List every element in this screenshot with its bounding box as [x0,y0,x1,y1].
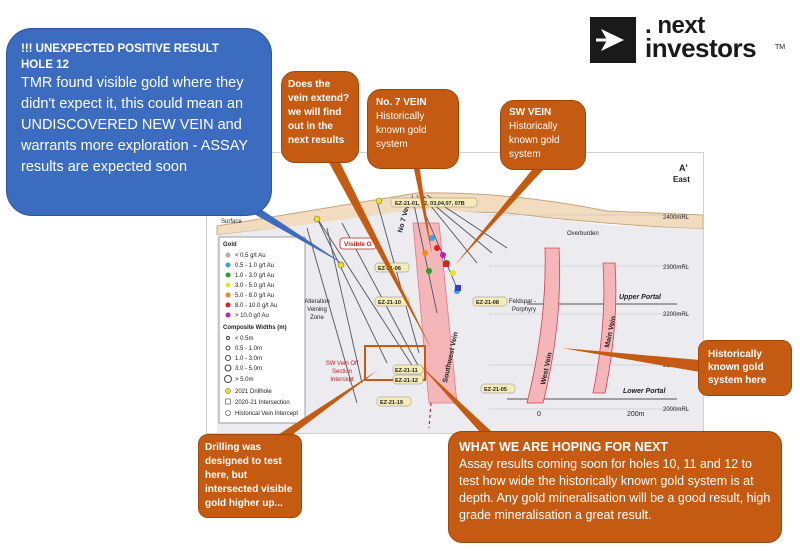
drilling-designed-text: Drilling was designed to test here, but … [205,442,293,509]
svg-text:EZ-21-12: EZ-21-12 [395,378,418,384]
vein-extend-callout: Does the vein extend? we will find out i… [281,71,359,163]
svg-text:Zone: Zone [310,315,324,321]
svg-text:Lower Portal: Lower Portal [623,388,666,395]
svg-text:2020-21 Intersection: 2020-21 Intersection [235,400,290,406]
svg-text:2021 Drillhole: 2021 Drillhole [235,389,272,395]
trademark: TM [775,44,786,51]
svg-text:8.0 - 10.0 g/t Au: 8.0 - 10.0 g/t Au [235,303,277,309]
svg-text:Overburden: Overburden [567,231,599,237]
sw-vein-callout: SW VEIN Historically known gold system [500,100,586,170]
next-investors-logo: . next investors [645,12,757,63]
svg-text:EZ-21-08: EZ-21-08 [476,300,499,306]
svg-text:Historical Vein Intercept: Historical Vein Intercept [235,411,298,417]
svg-text:2300mRL: 2300mRL [663,265,690,271]
svg-text:EZ-21-05: EZ-21-05 [484,387,507,393]
no7-vein-title: No. 7 VEIN [376,97,427,108]
svg-text:EZ-21-11: EZ-21-11 [395,368,418,374]
svg-text:Veining: Veining [307,307,327,313]
svg-text:EZ-21-19: EZ-21-19 [380,400,403,406]
svg-text:5.0 - 8.0 g/t Au: 5.0 - 8.0 g/t Au [235,293,274,299]
svg-text:A': A' [679,163,688,173]
svg-text:EZ-21-01, 02, 03,04,07, 07B: EZ-21-01, 02, 03,04,07, 07B [395,201,465,207]
svg-text:2400mRL: 2400mRL [663,215,690,221]
logo-line-1: . next [645,12,705,39]
svg-text:1.0 - 3.0 g/t Au: 1.0 - 3.0 g/t Au [235,273,274,279]
svg-text:Alteration: Alteration [304,299,329,305]
next-investors-logo-mark [590,17,636,63]
svg-text:Upper Portal: Upper Portal [619,294,662,301]
sw-vein-title: SW VEIN [509,107,552,118]
svg-text:Intercept: Intercept [330,377,354,383]
svg-text:1.0 - 3.0m: 1.0 - 3.0m [235,356,262,362]
svg-text:SW Vein Off: SW Vein Off [326,361,359,367]
svg-text:Porphyry: Porphyry [512,307,536,313]
svg-text:2000mRL: 2000mRL [663,407,690,413]
svg-text:2100mRL: 2100mRL [663,363,690,369]
no7-vein-body: Historically known gold system [376,111,427,150]
svg-text:> 10.0 g/t Au: > 10.0 g/t Au [235,313,269,319]
vein-extend-text: Does the vein extend? we will find out i… [288,79,350,146]
svg-text:East: East [673,175,690,184]
svg-text:EZ-21-06: EZ-21-06 [378,266,401,272]
historically-known-text: Historically known gold system here [708,349,767,386]
svg-text:0.5 - 1.0 g/t Au: 0.5 - 1.0 g/t Au [235,263,274,269]
callout-body: TMR found visible gold where they didn't… [21,75,248,175]
hoping-next-body: Assay results coming soon for holes 10, … [459,457,771,522]
svg-text:Feldspar -: Feldspar - [509,299,536,305]
unexpected-result-callout: !!! UNEXPECTED POSITIVE RESULT HOLE 12 T… [6,28,272,216]
svg-text:0.5 - 1.0m: 0.5 - 1.0m [235,346,262,352]
svg-text:Surface: Surface [221,219,242,225]
drilling-designed-callout: Drilling was designed to test here, but … [198,434,302,518]
no7-vein-callout: No. 7 VEIN Historically known gold syste… [367,89,459,169]
svg-text:Section: Section [332,369,352,375]
historically-known-callout: Historically known gold system here [698,340,792,396]
svg-text:< 0.5 g/t Au: < 0.5 g/t Au [235,253,266,259]
hoping-for-next-callout: WHAT WE ARE HOPING FOR NEXT Assay result… [448,431,782,543]
svg-text:0: 0 [537,411,541,418]
legend-gold-title: Gold [223,242,237,248]
svg-text:> 5.0m: > 5.0m [235,377,254,383]
svg-text:Composite Widths (m): Composite Widths (m) [223,325,287,331]
svg-text:2200mRL: 2200mRL [663,312,690,318]
svg-text:Visible G: Visible G [344,241,372,248]
cross-section-diagram: Gold < 0.5 g/t Au 0.5 - 1.0 g/t Au 1.0 -… [206,152,704,434]
svg-text:3.0 - 5.0 g/t Au: 3.0 - 5.0 g/t Au [235,283,274,289]
svg-text:< 0.5m: < 0.5m [235,336,254,342]
callout-heading-1: !!! UNEXPECTED POSITIVE RESULT [21,43,219,55]
svg-text:EZ-21-10: EZ-21-10 [378,300,401,306]
hoping-next-heading: WHAT WE ARE HOPING FOR NEXT [459,440,669,454]
svg-text:200m: 200m [627,411,645,418]
logo-line-2: investors [645,33,757,63]
svg-text:3.0 - 5.0m: 3.0 - 5.0m [235,366,262,372]
callout-heading-2: HOLE 12 [21,59,69,71]
sw-vein-body: Historically known gold system [509,121,560,160]
